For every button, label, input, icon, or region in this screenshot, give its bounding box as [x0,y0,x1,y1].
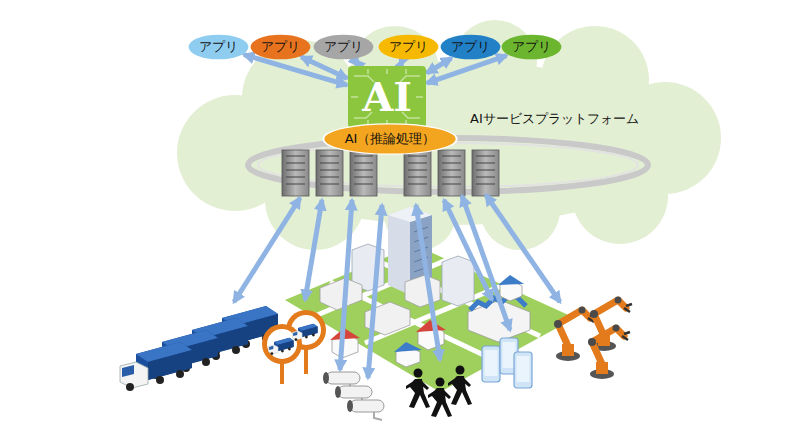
server-slot [286,156,305,157]
server-slot [354,177,373,178]
server-slot [476,156,495,157]
server-slot [354,184,373,185]
server-slot [354,163,373,164]
server-slot [286,170,305,171]
app-ellipse: アプリ [501,34,562,60]
server-slot [354,156,373,157]
ellipse [378,35,438,60]
server [404,150,431,196]
app-ellipse: アプリ [440,34,501,60]
server-slot [320,170,339,171]
chip-body [348,66,426,128]
app-ellipse: アプリ [250,34,311,60]
connector-arrow [354,60,359,65]
server-slot [320,163,339,164]
chip-trace [351,69,423,125]
node-label: アプリ [389,40,428,55]
server-slot [476,184,495,185]
server-slot [320,156,339,157]
node-label: AIサービスプラットフォーム [470,112,639,127]
app-ellipse: アプリ [378,34,439,60]
server-slot [408,184,427,185]
server-slot [476,177,495,178]
node-label: アプリ [261,40,300,55]
server-slot [442,177,461,178]
node-label: アプリ [512,40,551,55]
server-slot [442,156,461,157]
cloud-body [215,61,685,225]
server-slot [442,163,461,164]
server-slot [442,184,461,185]
ellipse [250,35,310,60]
app-ellipse: アプリ [188,34,249,60]
node-label: AI [362,74,412,120]
server-slot [476,163,495,164]
ellipse [440,35,500,60]
connector-arrow [400,61,402,65]
server-slot [286,177,305,178]
ellipse [501,35,561,60]
server-slot [408,156,427,157]
node-label: アプリ [324,40,363,55]
server [316,150,343,196]
ellipse [313,35,373,60]
node-label: アプリ [451,40,490,55]
ellipse [188,35,248,60]
inference-ellipse: AI（推論処理） [322,123,458,155]
server [282,150,309,196]
ellipse [323,124,456,154]
server-slot [286,163,305,164]
server-slot [320,184,339,185]
server-slot [442,170,461,171]
server [472,150,499,196]
server-slot [408,177,427,178]
server-slot [320,177,339,178]
server [438,150,465,196]
server-slot [408,163,427,164]
ai-chip: AI [348,66,426,128]
node-label: AI（推論処理） [345,132,436,147]
server-slot [354,170,373,171]
app-ellipse: アプリ [313,34,374,60]
server-slot [476,170,495,171]
server-slot [408,170,427,171]
node-label: アプリ [199,40,238,55]
server [350,150,377,196]
server-slot [286,184,305,185]
